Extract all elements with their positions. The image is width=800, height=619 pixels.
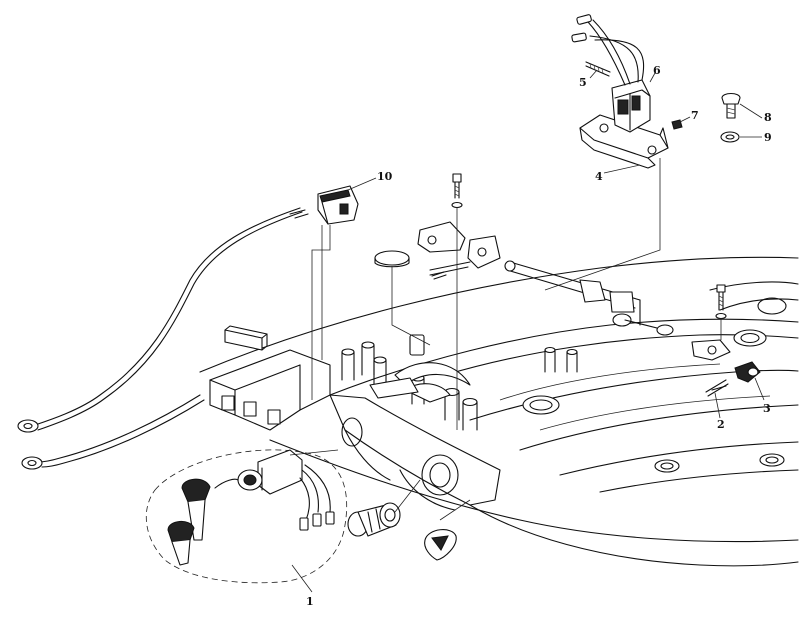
control-housing [209,334,578,431]
grommets [522,329,785,473]
relay-wires [571,14,645,86]
switch-bracket [579,114,669,169]
wire-clamp [691,284,761,397]
rubber-block [224,325,268,351]
shift-linkage [504,260,674,336]
callout-4: 4 [595,170,603,183]
callout-labels: 1 2 3 4 5 6 7 8 9 10 [306,64,772,608]
callout-8: 8 [764,111,772,124]
washer-9 [720,131,740,143]
center-bolt [451,173,463,209]
link-block [417,221,501,276]
plug [374,250,410,268]
leader-lines [289,69,765,593]
relay-switch [611,79,651,133]
key-switch-group [145,449,348,584]
connector-10 [317,185,359,225]
screw-7 [671,119,683,130]
callout-9: 9 [764,131,772,144]
emblem [424,529,457,561]
callout-3: 3 [763,402,771,415]
pins [431,271,727,391]
callout-5: 5 [579,76,587,89]
bolt-8 [721,92,741,119]
callout-10: 10 [377,170,393,183]
callout-7: 7 [691,109,699,122]
screw-5 [585,61,611,77]
callout-2: 2 [717,418,725,431]
front-apron [329,394,501,511]
callout-6: 6 [653,64,661,77]
callout-1: 1 [306,595,314,608]
ground-cable [17,207,309,470]
bushing [347,502,401,537]
